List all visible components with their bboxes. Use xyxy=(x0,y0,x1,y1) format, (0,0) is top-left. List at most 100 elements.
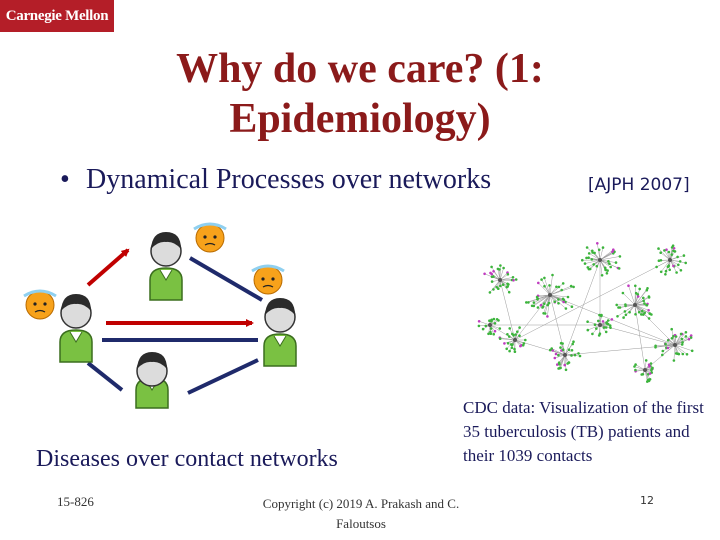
network-node xyxy=(623,310,627,313)
reference-label: [AJPH 2007] xyxy=(588,175,690,195)
network-node xyxy=(643,302,646,305)
network-node xyxy=(648,378,652,381)
network-node xyxy=(680,343,684,346)
network-node xyxy=(543,284,546,288)
network-node xyxy=(557,285,561,289)
network-node xyxy=(513,350,517,353)
network-node xyxy=(655,265,658,269)
network-node xyxy=(608,324,612,327)
network-node xyxy=(559,366,562,370)
network-hub xyxy=(633,303,637,307)
network-node xyxy=(665,248,668,251)
network-node xyxy=(506,342,510,345)
network-node xyxy=(684,261,687,265)
network-node xyxy=(484,324,488,328)
network-node xyxy=(564,307,568,310)
network-node xyxy=(600,313,603,317)
network-node xyxy=(645,288,649,292)
network-node xyxy=(493,329,497,333)
network-node xyxy=(585,256,588,260)
network-node xyxy=(507,290,511,294)
network-node xyxy=(681,341,684,344)
network-node xyxy=(638,287,641,291)
sick-face-icon xyxy=(251,264,285,295)
network-node xyxy=(555,285,558,289)
network-node xyxy=(601,320,605,323)
network-node xyxy=(671,244,675,247)
network-node xyxy=(685,353,689,356)
network-node xyxy=(573,353,577,357)
network-node xyxy=(616,315,619,318)
network-node xyxy=(609,265,612,269)
network-node xyxy=(673,250,677,253)
network-node xyxy=(548,284,551,287)
network-node xyxy=(618,255,622,258)
network-hub xyxy=(548,293,552,297)
network-node xyxy=(647,317,651,320)
edge-1-4-line xyxy=(86,361,124,392)
network-node xyxy=(548,348,552,352)
network-node xyxy=(609,326,612,329)
network-node xyxy=(661,353,664,357)
page-number: 12 xyxy=(640,494,654,507)
network-node xyxy=(617,267,621,270)
network-node xyxy=(642,299,645,303)
network-node xyxy=(675,271,678,274)
network-node xyxy=(637,310,641,314)
network-node xyxy=(667,264,670,267)
network-node xyxy=(477,324,481,328)
network-node xyxy=(570,305,574,308)
sick-face-icon xyxy=(193,222,227,253)
network-node xyxy=(498,268,501,271)
network-node xyxy=(490,280,494,283)
network-node xyxy=(490,275,494,279)
person-icon xyxy=(135,352,169,409)
network-node xyxy=(506,273,510,276)
network-node xyxy=(498,327,502,330)
network-node xyxy=(677,263,680,267)
network-node xyxy=(666,346,670,350)
network-hub xyxy=(668,258,672,262)
network-node xyxy=(672,264,675,268)
network-node xyxy=(588,267,592,271)
network-node xyxy=(508,349,511,353)
network-node xyxy=(605,272,609,275)
network-node xyxy=(689,334,693,337)
network-node xyxy=(634,363,637,366)
network-node xyxy=(664,269,668,273)
network-node xyxy=(679,269,683,272)
network-node xyxy=(604,268,607,271)
network-node xyxy=(606,319,610,322)
network-node xyxy=(493,322,497,325)
network-node xyxy=(597,248,601,252)
network-node xyxy=(634,291,638,295)
network-node xyxy=(595,264,599,268)
network-node xyxy=(488,291,492,294)
network-node xyxy=(572,285,575,289)
network-node xyxy=(535,295,539,299)
network-node xyxy=(659,270,663,274)
network-node xyxy=(510,346,514,350)
network-node xyxy=(592,263,595,266)
network-node xyxy=(591,249,594,253)
network-node xyxy=(556,363,559,366)
network-node xyxy=(634,284,637,288)
network-node xyxy=(578,354,582,358)
network-node xyxy=(621,291,625,295)
network-node xyxy=(648,365,651,368)
network-node xyxy=(654,344,657,348)
tb-network-visualization xyxy=(477,242,694,383)
network-node xyxy=(634,313,637,316)
carnegie-mellon-logo: Carnegie Mellon xyxy=(0,0,114,32)
network-node xyxy=(492,288,495,291)
network-node xyxy=(633,365,636,368)
network-node xyxy=(536,306,540,309)
network-node xyxy=(498,337,502,340)
network-node xyxy=(499,284,502,288)
network-node xyxy=(681,352,685,356)
network-node xyxy=(602,326,606,329)
network-node xyxy=(664,273,667,276)
network-node xyxy=(553,356,557,360)
sick-face-icon xyxy=(23,289,57,320)
network-node xyxy=(570,354,573,357)
